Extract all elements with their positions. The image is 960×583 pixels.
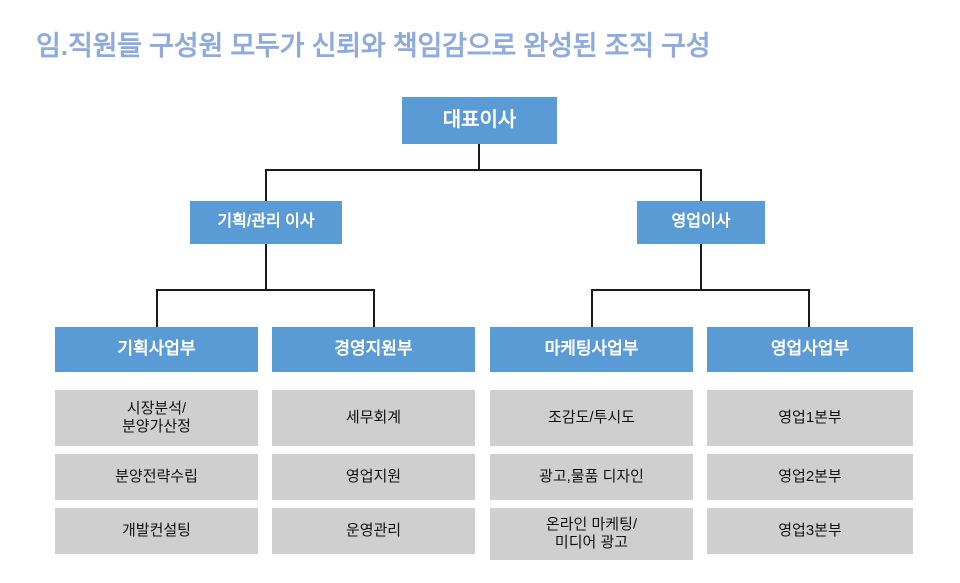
team-label: 온라인 마케팅/ 미디어 광고 bbox=[546, 516, 637, 551]
node-ceo[interactable]: 대표이사 bbox=[402, 97, 557, 144]
node-team[interactable]: 세무회계 bbox=[272, 390, 475, 446]
node-department-marketing[interactable]: 마케팅사업부 bbox=[490, 327, 693, 372]
page-title: 임.직원들 구성원 모두가 신뢰와 책임감으로 완성된 조직 구성 bbox=[36, 31, 711, 61]
node-team[interactable]: 개발컨설팅 bbox=[55, 508, 258, 554]
node-director-planning[interactable]: 기획/관리 이사 bbox=[190, 201, 342, 244]
node-team[interactable]: 광고,물품 디자인 bbox=[490, 454, 693, 500]
connector-right-director-stem bbox=[700, 244, 702, 290]
connector-drop-director-right bbox=[700, 169, 702, 201]
node-department-planning[interactable]: 기획사업부 bbox=[55, 327, 258, 372]
connector-drop-dept-sales bbox=[808, 289, 810, 327]
node-team[interactable]: 시장분석/ 분양가산정 bbox=[55, 390, 258, 446]
node-team[interactable]: 영업지원 bbox=[272, 454, 475, 500]
node-director-sales[interactable]: 영업이사 bbox=[637, 201, 765, 244]
connector-root-stem bbox=[478, 144, 480, 170]
team-label: 시장분석/ 분양가산정 bbox=[122, 400, 191, 435]
node-team[interactable]: 온라인 마케팅/ 미디어 광고 bbox=[490, 508, 693, 560]
node-department-sales[interactable]: 영업사업부 bbox=[707, 327, 913, 372]
node-team[interactable]: 운영관리 bbox=[272, 508, 475, 554]
node-team[interactable]: 조감도/투시도 bbox=[490, 390, 693, 446]
node-team[interactable]: 영업3본부 bbox=[707, 508, 913, 554]
node-team[interactable]: 분양전략수립 bbox=[55, 454, 258, 500]
team-label-line1: 온라인 마케팅/ bbox=[545, 516, 638, 534]
connector-drop-director-left bbox=[265, 169, 267, 201]
team-label-line2: 미디어 광고 bbox=[554, 534, 629, 551]
connector-right-director-bus bbox=[592, 289, 810, 291]
connector-drop-dept-support bbox=[373, 289, 375, 327]
team-label-line1: 시장분석/ bbox=[126, 400, 187, 418]
node-team[interactable]: 영업2본부 bbox=[707, 454, 913, 500]
connector-drop-dept-planning bbox=[156, 289, 158, 327]
connector-left-director-bus bbox=[157, 289, 375, 291]
connector-drop-dept-marketing bbox=[591, 289, 593, 327]
connector-root-bus bbox=[266, 169, 702, 171]
connector-left-director-stem bbox=[265, 244, 267, 290]
node-team[interactable]: 영업1본부 bbox=[707, 390, 913, 446]
team-label-line2: 분양가산정 bbox=[121, 418, 191, 435]
node-department-support[interactable]: 경영지원부 bbox=[272, 327, 475, 372]
